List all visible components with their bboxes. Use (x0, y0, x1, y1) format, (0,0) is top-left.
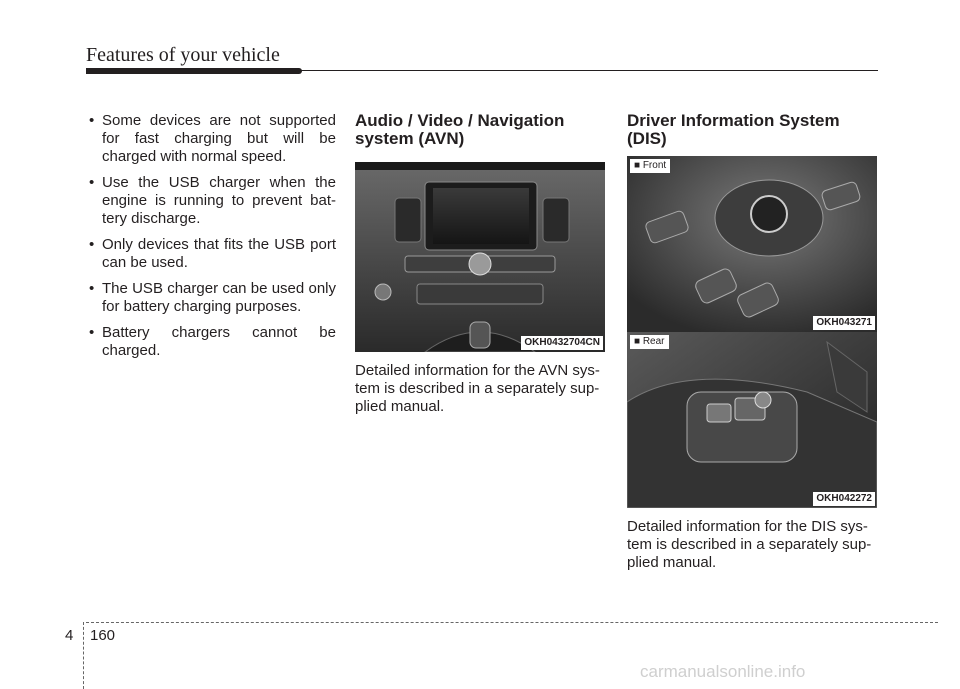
page-number: 160 (90, 627, 116, 644)
dis-rear-image: ■ Rear OKH042272 (627, 332, 877, 508)
column-avn: Audio / Video / Navigation system (AVN) (355, 112, 605, 416)
dis-description: Detailed information for the DIS sys-tem… (627, 518, 872, 571)
dis-front-label: ■ Front (630, 159, 671, 173)
footer-line (86, 622, 938, 623)
chapter-number: 4 (65, 627, 74, 644)
page-header-title: Features of your vehicle (86, 44, 280, 66)
list-item: The USB charger can be used only for bat… (86, 280, 336, 316)
header-line (300, 70, 878, 71)
dis-rear-label: ■ Rear (630, 335, 669, 349)
column-dis: Driver Information System (DIS) ■ Front … (627, 112, 877, 572)
usb-notes-list: Some devices are not supported for fast … (86, 112, 336, 360)
avn-image-code: OKH0432704CN (521, 336, 603, 350)
list-item: Only devices that fits the USB port can … (86, 236, 336, 272)
list-item: Some devices are not supported for fast … (86, 112, 336, 166)
dis-section-title: Driver Information System (DIS) (627, 111, 840, 148)
dis-front-image: ■ Front OKH043271 (627, 156, 877, 332)
dis-rear-image-code: OKH042272 (813, 492, 875, 506)
avn-section-title: Audio / Video / Navigation system (AVN) (355, 111, 565, 148)
list-item: Battery chargers cannot be charged. (86, 324, 336, 360)
list-item: Use the USB charger when the engine is r… (86, 174, 336, 228)
watermark: carmanualsonline.info (640, 662, 806, 681)
column-usb-notes: Some devices are not supported for fast … (86, 112, 336, 368)
footer-divider (83, 622, 84, 689)
avn-description: Detailed information for the AVN sys-tem… (355, 362, 600, 415)
avn-dashboard-image: OKH0432704CN (355, 162, 605, 352)
header-rule (86, 68, 302, 74)
dis-front-image-code: OKH043271 (813, 316, 875, 330)
